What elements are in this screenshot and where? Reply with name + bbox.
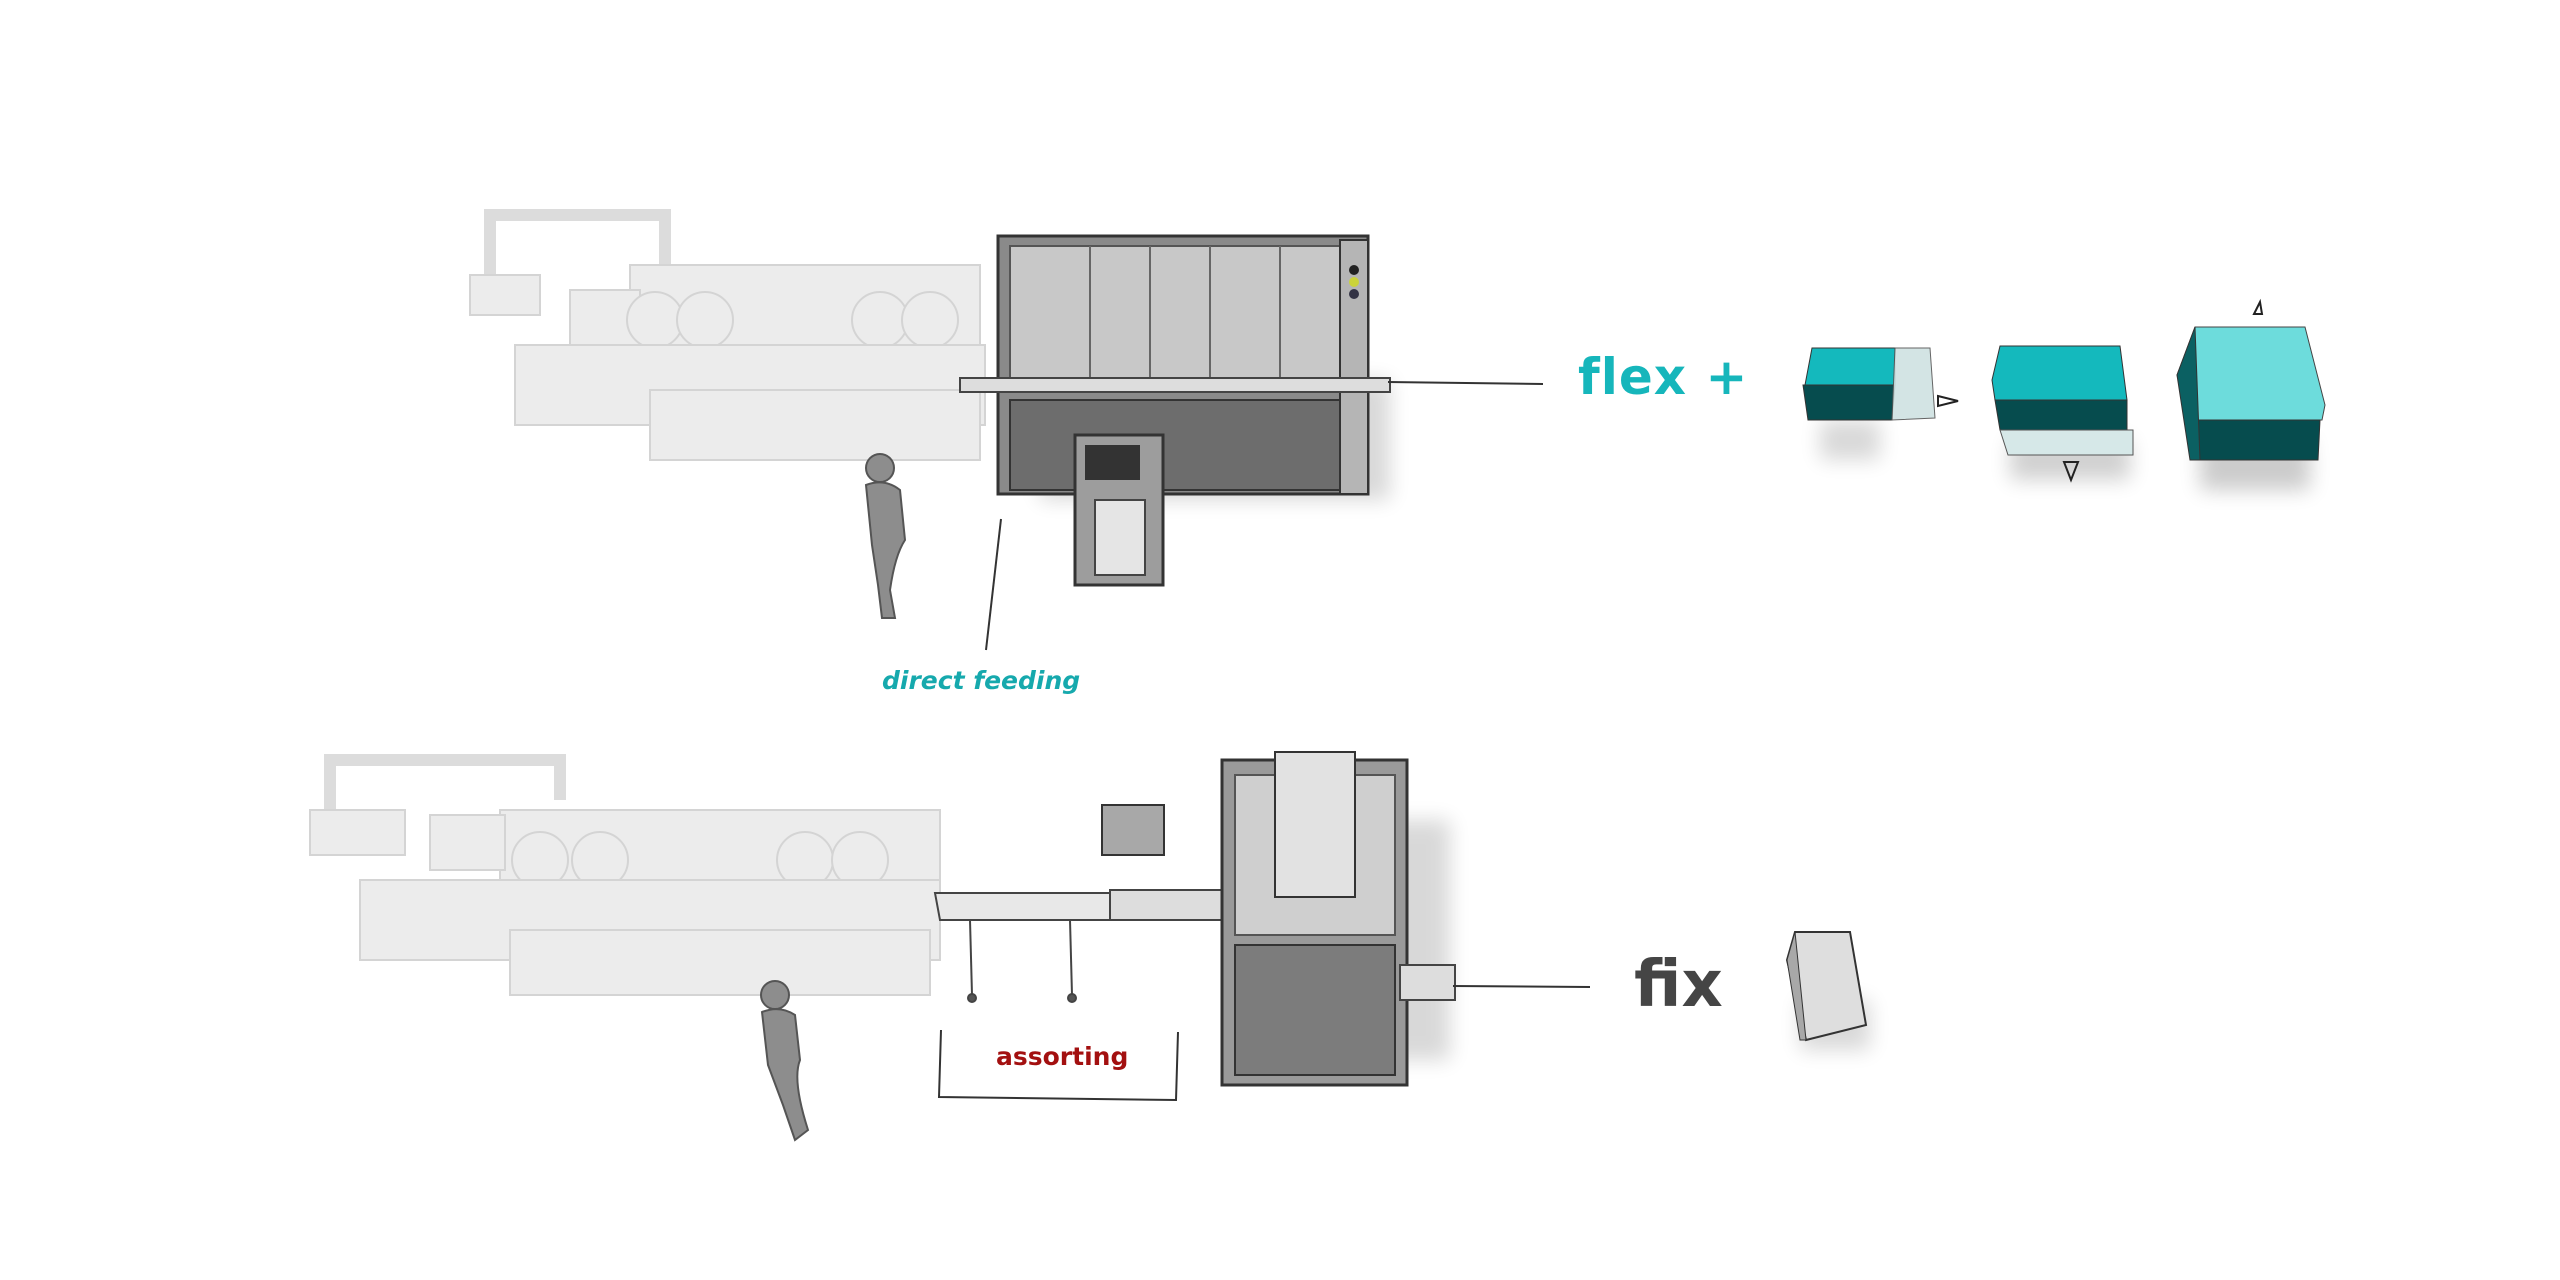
connector-line-fix <box>1452 985 1591 988</box>
faded-upstream-machine-bottom <box>309 754 941 996</box>
pointer-line-direct-feeding <box>985 518 1002 651</box>
assorting-bracket <box>937 1029 1179 1102</box>
operator-panel <box>1101 804 1165 856</box>
fix-label: fix <box>1634 948 1723 1022</box>
faded-upstream-machine-top <box>469 209 986 461</box>
assorting-conveyor <box>933 892 1129 1003</box>
fix-box <box>1785 931 1870 1050</box>
assorting-label: assorting <box>996 1042 1129 1071</box>
direct-feeding-machine <box>959 234 1391 587</box>
flex-box-2 <box>1991 345 2134 483</box>
fix-packaging-machine <box>1101 751 1456 1087</box>
operator-figure-top <box>864 453 907 619</box>
direct-feeding-label: direct feeding <box>882 666 1081 695</box>
flex-label: flex + <box>1578 348 1749 406</box>
flex-box-1 <box>1802 347 1959 460</box>
flex-box-3 <box>2176 298 2326 490</box>
operator-figure-bottom <box>760 980 810 1142</box>
connector-line-flex <box>1387 381 1544 385</box>
